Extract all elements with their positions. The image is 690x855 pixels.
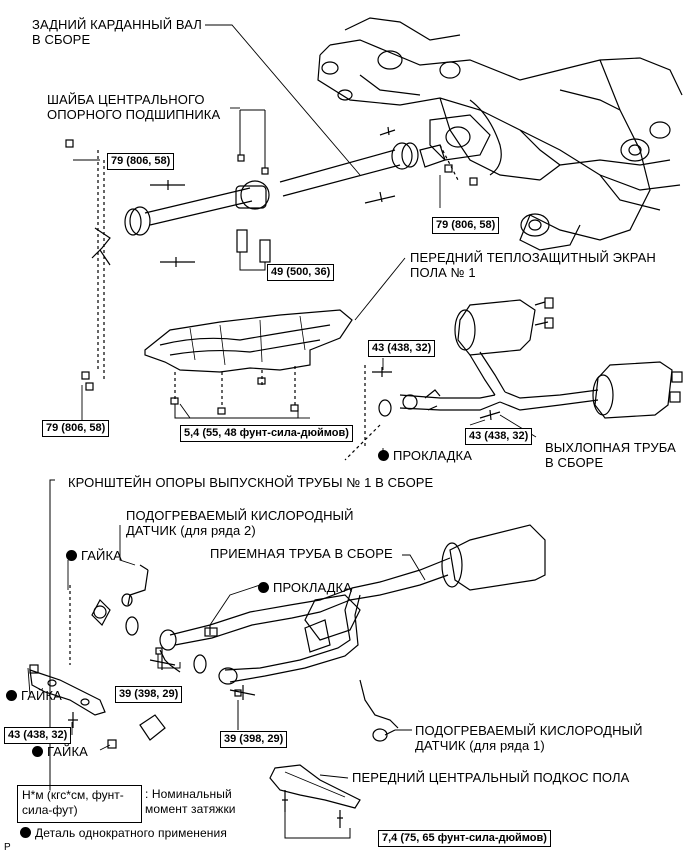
label-front-center-brace: ПЕРЕДНИЙ ЦЕНТРАЛЬНЫЙ ПОДКОС ПОЛА [352, 770, 630, 785]
label-exhaust-pipe: ВЫХЛОПНАЯ ТРУБА В СБОРЕ [545, 440, 676, 470]
legend-torque-unit: Н*м (кгс*см, фунт- сила-фут) [17, 785, 142, 823]
leader-lines [27, 24, 537, 779]
front-pipe-assembly [29, 479, 546, 790]
legend-one-time-use: Деталь однократного применения [20, 826, 227, 841]
label-center-bearing-washer: ШАЙБА ЦЕНТРАЛЬНОГО ОПОРНОГО ПОДШИПНИКА [47, 92, 220, 122]
legend-unit-line1: Н*м (кгс*см, фунт- [22, 788, 124, 802]
label-gasket-1-text: ПРОКЛАДКА [393, 448, 472, 463]
label-o2-sensor-bank2: ПОДОГРЕВАЕМЫЙ КИСЛОРОДНЫЙ ДАТЧИК (для ря… [126, 508, 354, 538]
label-gasket-1: ПРОКЛАДКА [378, 448, 472, 463]
label-exhaust-pipe-line2: В СБОРЕ [545, 455, 604, 470]
one-time-use-icon [32, 746, 43, 757]
rear-suspension-member [317, 17, 683, 251]
one-time-use-icon [258, 582, 269, 593]
corner-mark: P [4, 842, 11, 853]
legend-unit-desc-line1: : Номинальный [145, 787, 232, 801]
label-exhaust-pipe-line1: ВЫХЛОПНАЯ ТРУБА [545, 440, 676, 455]
label-rear-driveshaft: ЗАДНИЙ КАРДАННЫЙ ВАЛ В СБОРЕ [32, 17, 202, 47]
label-nut-1-text: ГАЙКА [81, 548, 122, 563]
one-time-use-icon [66, 550, 77, 561]
torque-39-a: 39 (398, 29) [115, 686, 183, 703]
label-front-heat-shield-line1: ПЕРЕДНИЙ ТЕПЛОЗАЩИТНЫЙ ЭКРАН [410, 250, 656, 265]
one-time-use-icon [378, 450, 389, 461]
label-nut-2-text: ГАЙКА [21, 688, 62, 703]
torque-43-c: 43 (438, 32) [4, 727, 72, 744]
one-time-use-icon [20, 827, 31, 838]
label-o2-sensor-bank1-line1: ПОДОГРЕВАЕМЫЙ КИСЛОРОДНЫЙ [415, 723, 643, 738]
torque-79-a: 79 (806, 58) [107, 153, 175, 170]
label-o2-sensor-bank1-line2: ДАТЧИК (для ряда 1) [415, 738, 545, 753]
torque-5-4: 5,4 (55, 48 фунт-сила-дюймов) [180, 425, 353, 442]
torque-79-c: 79 (806, 58) [42, 420, 110, 437]
label-gasket-2-text: ПРОКЛАДКА [273, 580, 352, 595]
label-front-heat-shield-line2: ПОЛА № 1 [410, 265, 476, 280]
one-time-use-icon [6, 690, 17, 701]
label-nut-1: ГАЙКА [66, 548, 122, 563]
label-gasket-2: ПРОКЛАДКА [258, 580, 352, 595]
label-rear-driveshaft-line2: В СБОРЕ [32, 32, 91, 47]
label-nut-3: ГАЙКА [32, 744, 88, 759]
torque-43-b: 43 (438, 32) [465, 428, 533, 445]
legend-unit-desc-line2: момент затяжки [145, 802, 236, 816]
legend-unit-line2: сила-фут) [22, 803, 78, 817]
label-o2-sensor-bank2-line1: ПОДОГРЕВАЕМЫЙ КИСЛОРОДНЫЙ [126, 508, 354, 523]
torque-79-b: 79 (806, 58) [432, 217, 500, 234]
label-center-bearing-washer-line1: ШАЙБА ЦЕНТРАЛЬНОГО [47, 92, 205, 107]
torque-49: 49 (500, 36) [267, 264, 335, 281]
label-nut-2: ГАЙКА [6, 688, 62, 703]
label-center-bearing-washer-line2: ОПОРНОГО ПОДШИПНИКА [47, 107, 221, 122]
heat-shield [144, 309, 353, 419]
front-center-floor-brace [269, 764, 361, 839]
torque-39-b: 39 (398, 29) [220, 731, 288, 748]
label-nut-3-text: ГАЙКА [47, 744, 88, 759]
label-bracket: КРОНШТЕЙН ОПОРЫ ВЫПУСКНОЙ ТРУБЫ № 1 В СБ… [68, 475, 434, 490]
label-rear-driveshaft-line1: ЗАДНИЙ КАРДАННЫЙ ВАЛ [32, 17, 202, 32]
torque-7-4: 7,4 (75, 65 фунт-сила-дюймов) [378, 830, 551, 847]
label-intake-pipe: ПРИЕМНАЯ ТРУБА В СБОРЕ [210, 546, 393, 561]
exhaust-tail-pipe [344, 297, 683, 461]
torque-43-a: 43 (438, 32) [368, 340, 436, 357]
label-o2-sensor-bank2-line2: ДАТЧИК (для ряда 2) [126, 523, 256, 538]
legend-unit-description: : Номинальный момент затяжки [145, 787, 236, 817]
label-front-heat-shield: ПЕРЕДНИЙ ТЕПЛОЗАЩИТНЫЙ ЭКРАН ПОЛА № 1 [410, 250, 656, 280]
label-o2-sensor-bank1: ПОДОГРЕВАЕМЫЙ КИСЛОРОДНЫЙ ДАТЧИК (для ря… [415, 723, 643, 753]
legend-one-time-text: Деталь однократного применения [35, 826, 227, 840]
rear-driveshaft-assembly [65, 109, 478, 391]
